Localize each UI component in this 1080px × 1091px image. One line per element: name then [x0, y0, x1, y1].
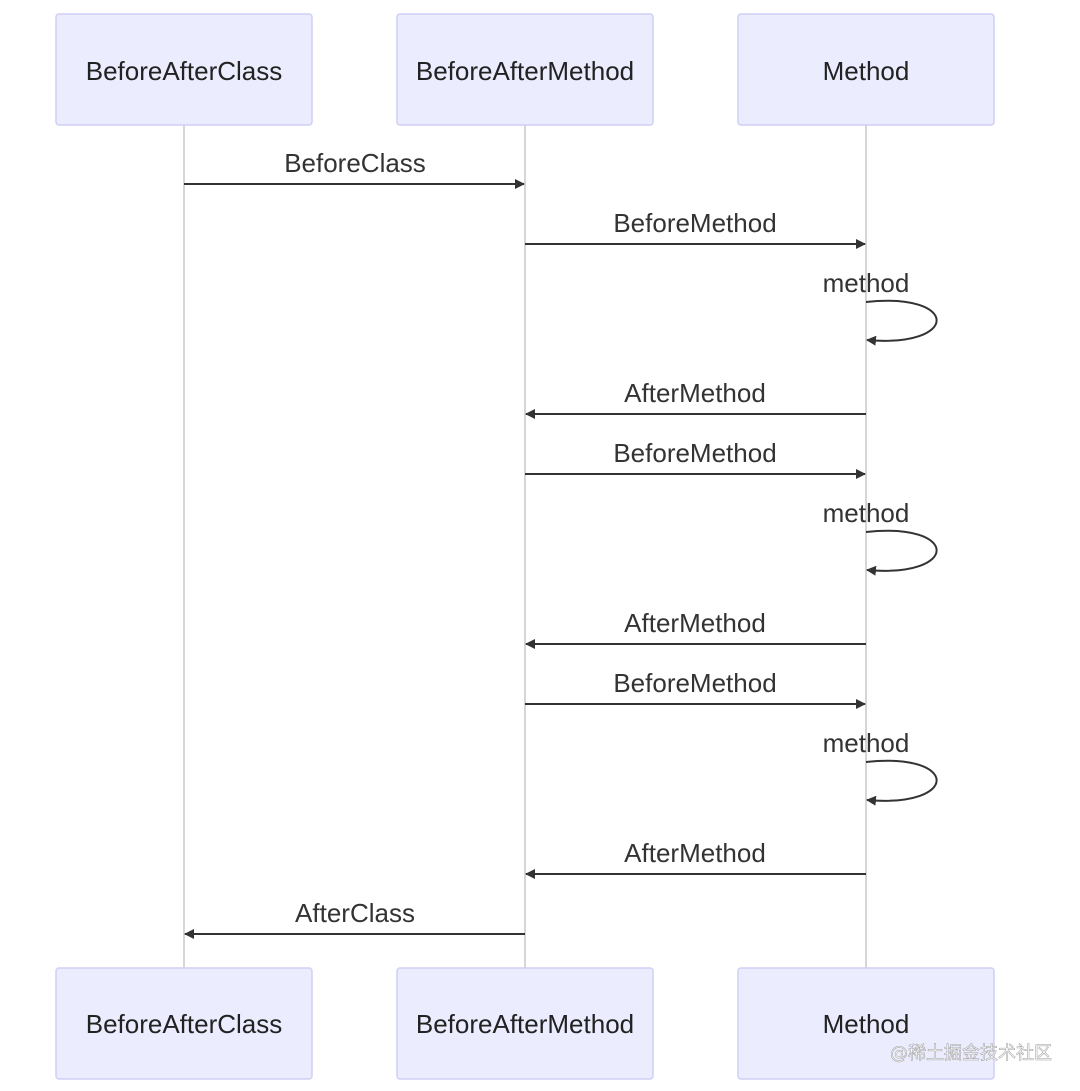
- message-afterclass: AfterClass: [184, 898, 525, 939]
- actor-label: BeforeAfterMethod: [416, 1009, 634, 1039]
- message-beforeclass: BeforeClass: [184, 148, 525, 189]
- message-label: method: [823, 498, 910, 528]
- message-label: AfterMethod: [624, 838, 766, 868]
- message-beforemethod: BeforeMethod: [525, 668, 866, 709]
- actor-label: BeforeAfterClass: [86, 1009, 283, 1039]
- message-method-self: method: [823, 498, 938, 576]
- message-label: BeforeMethod: [613, 668, 776, 698]
- message-beforemethod: BeforeMethod: [525, 208, 866, 249]
- actor-top-beforeaftermethod: BeforeAfterMethod: [396, 13, 654, 126]
- message-label: BeforeMethod: [613, 438, 776, 468]
- actor-label: Method: [823, 1009, 910, 1039]
- actor-bottom-method: Method: [737, 967, 995, 1080]
- actor-bottom-beforeafterclass: BeforeAfterClass: [55, 967, 313, 1080]
- message-label: AfterMethod: [624, 608, 766, 638]
- watermark: @稀土掘金技术社区: [890, 1043, 1052, 1064]
- message-label: AfterClass: [295, 898, 415, 928]
- actor-label: Method: [823, 56, 910, 86]
- message-aftermethod: AfterMethod: [525, 608, 866, 649]
- message-beforemethod: BeforeMethod: [525, 438, 866, 479]
- actor-top-method: Method: [737, 13, 995, 126]
- message-method-self: method: [823, 728, 938, 806]
- actor-label: BeforeAfterMethod: [416, 56, 634, 86]
- message-label: BeforeMethod: [613, 208, 776, 238]
- message-aftermethod: AfterMethod: [525, 838, 866, 879]
- message-label: AfterMethod: [624, 378, 766, 408]
- actor-top-beforeafterclass: BeforeAfterClass: [55, 13, 313, 126]
- message-label: method: [823, 728, 910, 758]
- message-label: method: [823, 268, 910, 298]
- message-method-self: method: [823, 268, 938, 346]
- actor-label: BeforeAfterClass: [86, 56, 283, 86]
- message-label: BeforeClass: [284, 148, 426, 178]
- actor-bottom-beforeaftermethod: BeforeAfterMethod: [396, 967, 654, 1080]
- message-aftermethod: AfterMethod: [525, 378, 866, 419]
